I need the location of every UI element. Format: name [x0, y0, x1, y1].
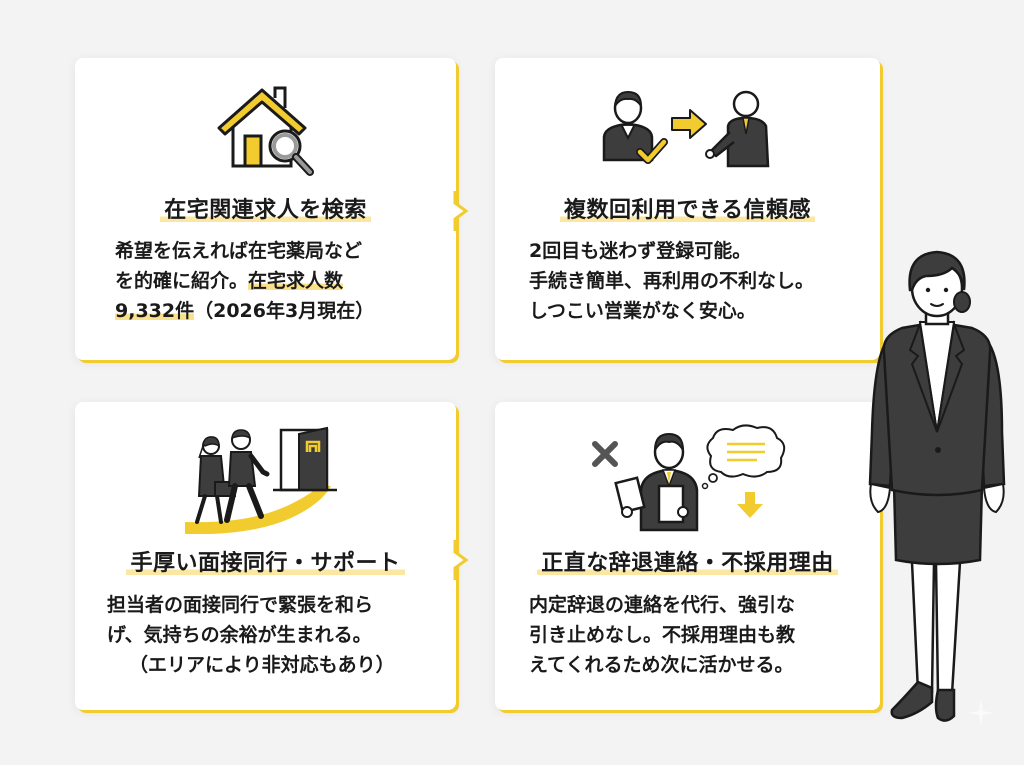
businesswoman-illustration-icon	[862, 232, 1012, 732]
arrow-notch-icon	[452, 191, 470, 231]
feature-card-honest: 正直な辞退連絡・不採用理由 内定辞退の連絡を代行、強引な 引き止めなし。不採用理…	[495, 402, 880, 710]
body-line: 希望を伝えれば在宅薬局など	[115, 240, 363, 262]
card-body: 2回目も迷わず登録可能。 手続き簡単、再利用の不利なし。 しつこい営業がなく安心…	[529, 236, 814, 326]
body-line: （エリアにより非対応もあり）	[129, 654, 395, 676]
body-line: 9,332件（2026年3月現在）	[115, 300, 375, 322]
body-line: を的確に紹介。在宅求人数	[115, 270, 344, 292]
card-title: 手厚い面接同行・サポート	[75, 545, 456, 577]
arrow-notch-icon	[452, 540, 470, 580]
card-title: 正直な辞退連絡・不採用理由	[495, 545, 880, 577]
body-line: えてくれるため次に活かせる。	[529, 654, 794, 676]
body-line: 2回目も迷わず登録可能。	[529, 240, 752, 262]
body-line: 内定辞退の連絡を代行、強引な	[529, 594, 796, 616]
interview-escort-icon	[75, 424, 456, 534]
feature-card-search: 在宅関連求人を検索 希望を伝えれば在宅薬局など を的確に紹介。在宅求人数 9,3…	[75, 58, 469, 360]
job-count-value: 9,332件	[115, 300, 195, 322]
card-body: 担当者の面接同行で緊張を和ら げ、気持ちの余裕が生まれる。 （エリアにより非対応…	[107, 590, 395, 680]
reuse-handoff-icon	[495, 86, 880, 176]
body-line: 手続き簡単、再利用の不利なし。	[529, 270, 815, 292]
card-body: 内定辞退の連絡を代行、強引な 引き止めなし。不採用理由も教 えてくれるため次に活…	[529, 590, 795, 680]
body-line: しつこい営業がなく安心。	[529, 300, 756, 322]
card-title: 在宅関連求人を検索	[75, 192, 456, 224]
body-line: 担当者の面接同行で緊張を和ら	[107, 594, 374, 616]
house-search-icon	[75, 80, 456, 180]
card-title: 複数回利用できる信頼感	[495, 192, 880, 224]
honest-feedback-icon	[495, 422, 880, 537]
body-line: げ、気持ちの余裕が生まれる。	[107, 624, 372, 646]
sparkle-icon	[968, 700, 994, 726]
feature-card-interview: 手厚い面接同行・サポート 担当者の面接同行で緊張を和ら げ、気持ちの余裕が生まれ…	[75, 402, 469, 710]
feature-card-reuse: 複数回利用できる信頼感 2回目も迷わず登録可能。 手続き簡単、再利用の不利なし。…	[495, 58, 880, 360]
body-line: 引き止めなし。不採用理由も教	[529, 624, 796, 646]
job-count-highlight: 在宅求人数	[248, 270, 344, 292]
card-body: 希望を伝えれば在宅薬局など を的確に紹介。在宅求人数 9,332件（2026年3…	[115, 236, 374, 326]
